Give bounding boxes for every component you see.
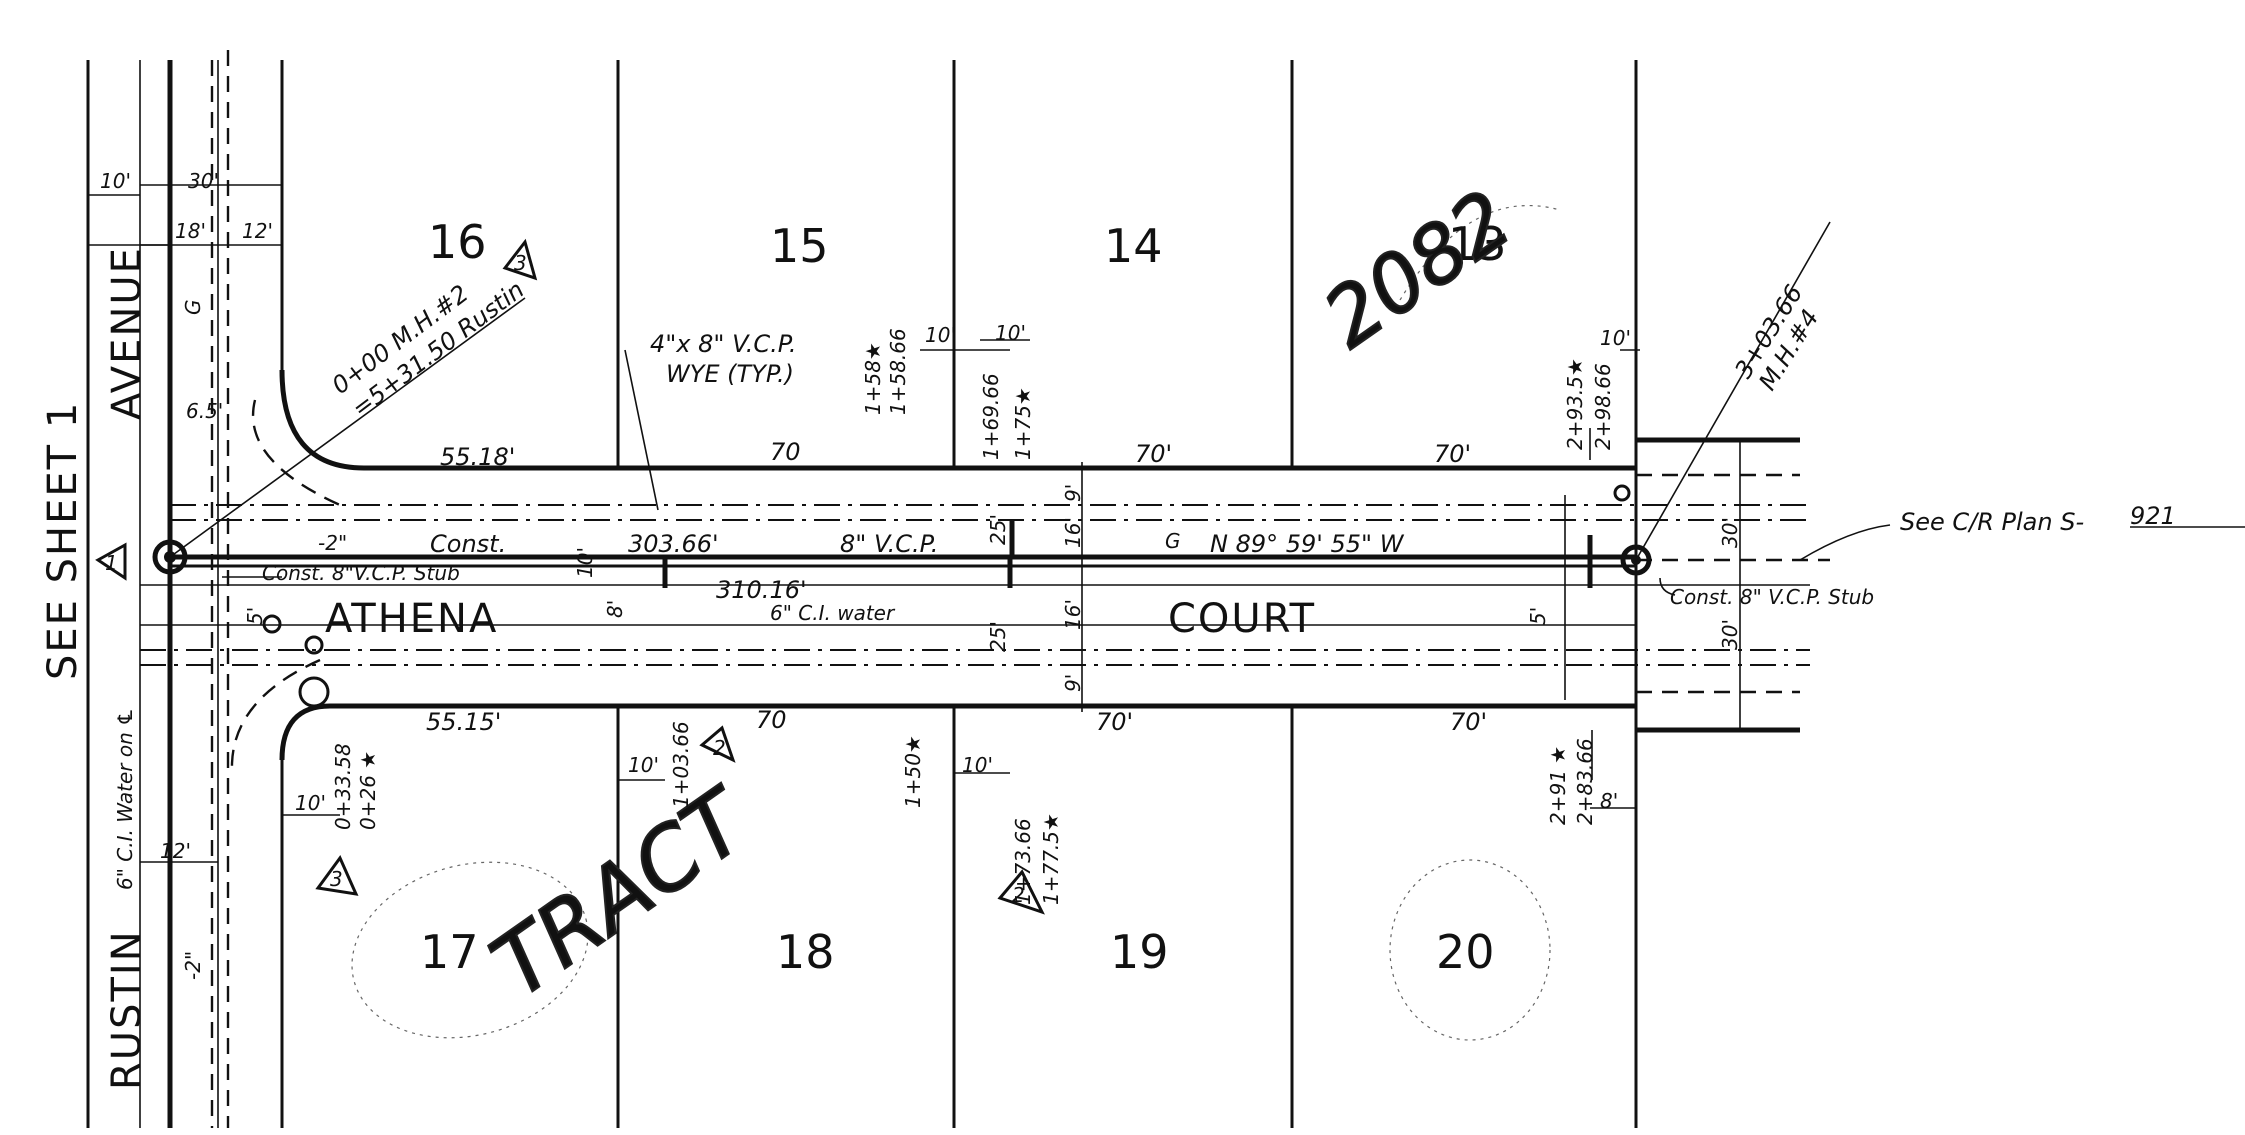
- street-name-avenue: AVENUE: [104, 246, 150, 420]
- tract-number: 2082: [1308, 173, 1528, 366]
- dim-10-ft-east: 10': [1600, 326, 1631, 350]
- station-1-03-66: 1+03.66: [669, 721, 693, 808]
- manhole-2-symbol: [152, 539, 188, 575]
- tract-word: TRACT: [475, 769, 770, 1017]
- station-0-26: 0+26 ★: [356, 751, 380, 830]
- lot-number-14: 14: [1104, 219, 1163, 273]
- lot-number-17: 17: [420, 925, 479, 979]
- station-1-50: 1+50★: [901, 735, 925, 808]
- dim-30-ft-rustin: 30': [188, 169, 219, 193]
- lot-number-16: 16: [428, 215, 487, 269]
- frontage-south-4: 70': [1450, 708, 1487, 736]
- station-1-73-66: 1+73.66: [1011, 818, 1035, 905]
- dim-30-ft-east-south: 30': [1718, 619, 1742, 650]
- plan-reference-prefix: See C/R Plan S-: [1900, 508, 2084, 536]
- lot-ellipses: [351, 205, 1561, 1041]
- station-2-91: 2+91 ★: [1546, 746, 1570, 825]
- dim-8-ft-east: 8': [1600, 789, 1618, 813]
- sheet-reference: SEE SHEET 1: [40, 401, 86, 680]
- dim-10-ft-lot17: 10': [295, 791, 326, 815]
- dim-10-ft-lot18: 10': [628, 753, 659, 777]
- lot-lines: [616, 60, 1638, 1128]
- dim-5-ft-east: 5': [1526, 607, 1550, 625]
- dim-2-in: -2": [318, 531, 347, 555]
- dim-18-ft: 18': [175, 219, 206, 243]
- revision-number-2-lot18: 2: [713, 736, 726, 760]
- dim-12-ft: 12': [242, 219, 273, 243]
- dim-10-ft-lot15: 10': [925, 323, 956, 347]
- stub-east-label: Const. 8" V.C.P. Stub: [1670, 585, 1874, 609]
- frontage-north-4: 70': [1434, 440, 1471, 468]
- station-0-33-58: 0+33.58: [331, 743, 355, 830]
- dim-5-ft-west: 5': [243, 607, 267, 625]
- water-line-label: 6" C.I. water: [770, 601, 896, 625]
- lot-number-20: 20: [1436, 925, 1495, 979]
- revision-number-3-lot17: 3: [330, 867, 343, 891]
- frontage-north-1: 55.18': [440, 443, 515, 471]
- rustin-avenue-lines: [86, 50, 284, 1128]
- revision-number-3-lot16: 3: [514, 251, 527, 275]
- sewer-main: [152, 484, 1830, 708]
- frontage-south-2: 70: [756, 706, 787, 734]
- lot-number-13: 13: [1448, 217, 1507, 271]
- stub-west-label: Const. 8"V.C.P. Stub: [262, 561, 460, 585]
- grade-mark-g-north: G: [181, 300, 205, 316]
- leader-lines: [169, 221, 2245, 596]
- dim-16-ft-south: 16': [1061, 599, 1085, 630]
- station-1-75: 1+75★: [1011, 387, 1035, 460]
- grade-mark-g-sewer: G: [1165, 529, 1181, 553]
- dim-9-ft-south: 9': [1061, 674, 1085, 692]
- station-2-93-5: 2+93.5★: [1563, 358, 1587, 450]
- cross-water-label: 6" C.I. Water on ℄: [113, 708, 137, 890]
- street-name-court: COURT: [1168, 596, 1316, 642]
- station-1-58: 1+58★: [861, 342, 885, 415]
- station-1-69-66: 1+69.66: [979, 373, 1003, 460]
- dim-2-in-rustin: -2": [181, 951, 205, 980]
- lot-number-18: 18: [776, 925, 835, 979]
- lot-number-15: 15: [770, 219, 829, 273]
- wye-label-line1: 4"x 8" V.C.P.: [650, 330, 797, 358]
- station-2-83-66: 2+83.66: [1573, 738, 1597, 825]
- frontage-north-3: 70': [1135, 440, 1172, 468]
- dimension-lines: [88, 184, 1741, 863]
- dim-8-ft: 8': [603, 600, 627, 618]
- dim-10-ft-lot14: 10': [995, 321, 1026, 345]
- dim-12-ft-rustin: 12': [160, 839, 191, 863]
- dim-10-ft-rustin: 10': [100, 169, 131, 193]
- sewer-const-label: Const.: [430, 530, 506, 558]
- street-name-athena: ATHENA: [325, 596, 498, 642]
- dim-6-5-ft: 6.5': [186, 399, 223, 423]
- athena-court-street: [140, 369, 1810, 771]
- street-name-rustin: RUSTIN: [104, 929, 150, 1090]
- dim-10-ft-sewer: 10': [573, 547, 597, 578]
- revision-number-2-lot19: 2: [1012, 883, 1025, 907]
- revision-number-1: 1: [105, 551, 118, 575]
- frontage-south-1: 55.15': [426, 708, 501, 736]
- sewer-bearing-label: N 89° 59' 55" W: [1210, 530, 1405, 558]
- dim-9-ft-north: 9': [1061, 484, 1085, 502]
- dim-25-ft-south: 25': [986, 621, 1010, 652]
- sewer-pipe-label: 8" V.C.P.: [840, 530, 938, 558]
- plan-reference-number: 921: [2130, 502, 2176, 530]
- dim-30-ft-east-north: 30': [1718, 517, 1742, 548]
- frontage-south-3: 70': [1096, 708, 1133, 736]
- frontage-north-2: 70: [770, 438, 801, 466]
- lot-number-19: 19: [1110, 925, 1169, 979]
- water-length-label: 310.16': [716, 576, 807, 604]
- manhole-4-symbol: [1620, 544, 1652, 576]
- station-1-77-5: 1+77.5★: [1039, 813, 1063, 905]
- dim-10-ft-lot19: 10': [962, 753, 993, 777]
- sewer-length-label: 303.66': [628, 530, 719, 558]
- station-2-98-66: 2+98.66: [1591, 363, 1615, 450]
- station-1-58-66: 1+58.66: [886, 328, 910, 415]
- wye-label-line2: WYE (TYP.): [666, 360, 794, 388]
- dim-25-ft-north: 25': [986, 514, 1010, 545]
- revision-triangles: [95, 238, 1045, 915]
- dim-16-ft-north: 16': [1061, 517, 1085, 548]
